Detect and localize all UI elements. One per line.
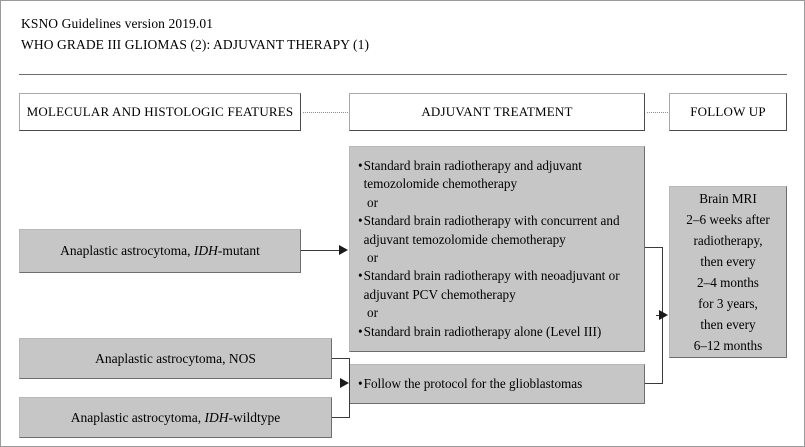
followup-line: then every — [700, 317, 756, 332]
bullet-icon: • — [358, 323, 363, 339]
column-header-followup: FOLLOW UP — [669, 93, 787, 131]
diagnosis-label-idh-mutant: Anaplastic astrocytoma, IDH-mutant — [60, 243, 260, 258]
followup-line: Brain MRI — [699, 191, 757, 206]
title-block: KSNO Guidelines version 2019.01 WHO GRAD… — [21, 13, 761, 55]
followup-box: Brain MRI 2–6 weeks after radiotherapy, … — [669, 186, 787, 358]
column-header-molecular: MOLECULAR AND HISTOLOGIC FEATURES — [19, 93, 301, 131]
followup-line: 6–12 months — [693, 338, 763, 353]
diagnosis-box-idh-wildtype: Anaplastic astrocytoma, IDH-wildtype — [19, 397, 332, 438]
followup-line: 2–6 weeks after — [686, 212, 770, 227]
treatment-bullet: • Standard brain radiotherapy with concu… — [358, 212, 634, 249]
guideline-subject-line: WHO GRADE III GLIOMAS (2): ADJUVANT THER… — [21, 37, 370, 52]
arrow-head-icon — [340, 378, 349, 388]
treatment-separator: or — [367, 194, 378, 210]
treatment-box-idh-mutant: • Standard brain radiotherapy and adjuva… — [349, 146, 645, 352]
bullet-icon: • — [358, 375, 363, 391]
treatment-bullet-text: Standard brain radiotherapy with neoadju… — [363, 268, 620, 302]
treatment-separator: or — [367, 305, 378, 321]
treatment-box-glioblastoma-protocol: • Follow the protocol for the glioblasto… — [349, 364, 645, 404]
diagnosis-label-nos: Anaplastic astrocytoma, NOS — [95, 350, 256, 366]
treatment-separator: or — [367, 250, 378, 265]
followup-line: then every — [700, 254, 756, 269]
gene-name: IDH — [204, 409, 229, 425]
bullet-icon: • — [358, 157, 363, 173]
treatment-bullet: • Standard brain radiotherapy and adjuva… — [358, 157, 634, 194]
bullet-icon: • — [358, 268, 363, 284]
treatment-bullet: • Standard brain radiotherapy alone (Lev… — [358, 323, 634, 341]
title-divider — [19, 74, 787, 75]
followup-line: for 3 years, — [698, 296, 758, 311]
treatment-bullet-text: Standard brain radiotherapy alone (Level… — [363, 323, 602, 339]
gene-name: IDH — [193, 243, 218, 258]
guideline-version-line: KSNO Guidelines version 2019.01 — [21, 16, 214, 31]
bullet-icon: • — [358, 213, 363, 229]
followup-line: radiotherapy, — [693, 233, 763, 248]
arrow-head-icon — [339, 245, 348, 255]
diagnosis-box-idh-mutant: Anaplastic astrocytoma, IDH-mutant — [19, 229, 301, 273]
treatment-bullet: • Standard brain radiotherapy with neoad… — [358, 267, 634, 304]
diagnosis-label-idh-wildtype: Anaplastic astrocytoma, IDH-wildtype — [70, 409, 281, 425]
header-connector-dotted-right — [647, 112, 668, 113]
treatment-bullet-text: Standard brain radiotherapy with concurr… — [363, 213, 620, 247]
diagnosis-box-nos: Anaplastic astrocytoma, NOS — [19, 338, 332, 379]
header-connector-dotted-left — [303, 112, 348, 113]
column-header-adjuvant: ADJUVANT TREATMENT — [349, 93, 645, 131]
arrow-head-icon — [659, 310, 668, 320]
treatment-bullet: • Follow the protocol for the glioblasto… — [358, 375, 582, 393]
followup-line: 2–4 months — [697, 275, 759, 290]
connector-bracket-nos-wildtype — [332, 358, 350, 418]
connector-mutant-to-treatment — [301, 250, 341, 252]
treatment-bullet-text: Standard brain radiotherapy and adjuvant… — [363, 157, 582, 192]
treatment-bullet-text: Follow the protocol for the glioblastoma… — [363, 375, 583, 391]
